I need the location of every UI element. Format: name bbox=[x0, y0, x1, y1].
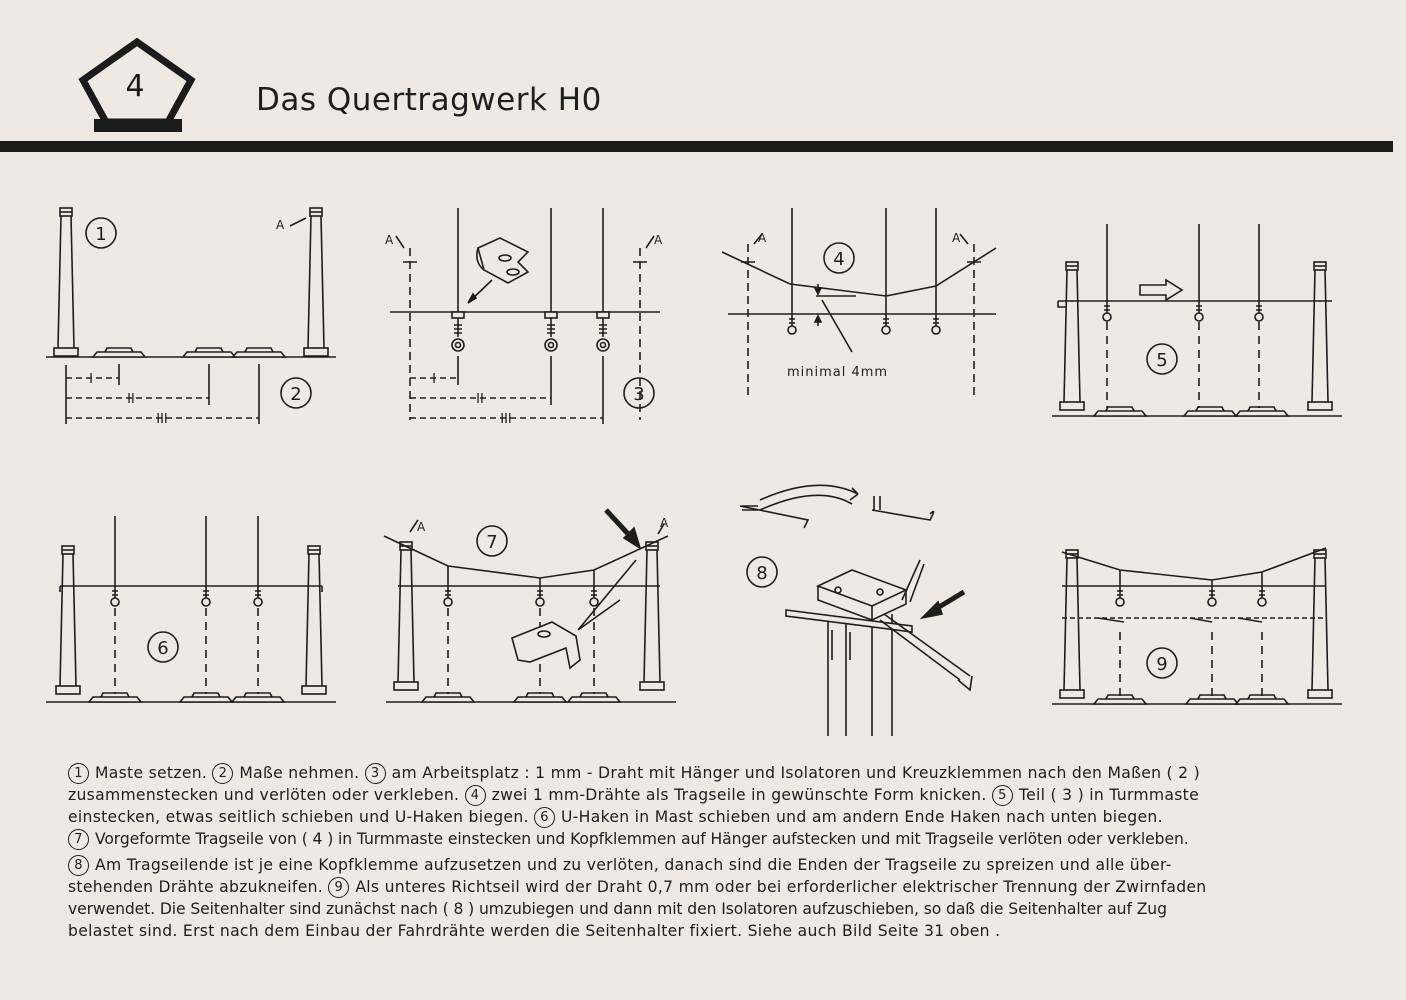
caption-line-2: zusammenstecken und verlöten oder verkle… bbox=[68, 784, 1338, 806]
step-text: am Arbeitsplatz : 1 mm - Draht mit Hänge… bbox=[391, 764, 1201, 782]
fig3-label-a-left: A bbox=[385, 233, 394, 247]
step-number: 1 bbox=[68, 763, 89, 784]
fig1-dim-ii: II bbox=[127, 392, 135, 407]
step-number: 6 bbox=[534, 807, 556, 828]
step-text: Maste setzen. bbox=[95, 764, 208, 782]
step-number: 2 bbox=[212, 763, 234, 784]
instruction-text: 1 Maste setzen. 2 Maße nehmen. 3 am Arbeits… bbox=[68, 762, 1338, 942]
step-text: Am Tragseilende ist je eine Kopfklemme a… bbox=[95, 856, 1172, 874]
chapter-badge: 4 bbox=[78, 37, 196, 132]
figure-6 bbox=[46, 516, 336, 703]
fig4-note: minimal 4mm bbox=[787, 365, 888, 380]
figure-3 bbox=[390, 208, 660, 424]
step-text: Maße nehmen. bbox=[239, 764, 360, 782]
figure-7 bbox=[383, 508, 676, 703]
fig1-number: 1 bbox=[95, 224, 106, 245]
badge-base-bar bbox=[94, 119, 182, 132]
fig7-label-a-left: A bbox=[417, 520, 426, 534]
caption-line-4: 7 Vorgeformte Tragseile von ( 4 ) in Turm… bbox=[68, 828, 1338, 850]
page-title: Das Quertragwerk H0 bbox=[256, 82, 602, 118]
diagram-area: 1 2 A I II III 3 A A I II III bbox=[46, 207, 1342, 736]
step-text: verwendet. Die Seitenhalter sind zunächs… bbox=[68, 900, 1167, 918]
step-text: Teil ( 3 ) in Turmmaste bbox=[1018, 786, 1199, 804]
fig7-number: 7 bbox=[486, 532, 497, 553]
fig7-label-a-right: A bbox=[660, 516, 669, 530]
step-text: zwei 1 mm-Drähte als Tragseile in gewüns… bbox=[491, 786, 987, 804]
fig3-dim-ii: II bbox=[476, 392, 484, 407]
step-text: zusammenstecken und verlöten oder verkle… bbox=[68, 786, 460, 804]
caption-line-8: belastet sind. Erst nach dem Einbau der … bbox=[68, 920, 1338, 942]
caption-line-3: einstecken, etwas seitlich schieben und … bbox=[68, 806, 1338, 828]
fig3-dim-i: I bbox=[432, 372, 436, 387]
step-text: stehenden Drähte abzukneifen. bbox=[68, 878, 324, 896]
step-text: U-Haken in Mast schieben und am andern E… bbox=[561, 808, 1163, 826]
fig3-dim-iii: III bbox=[500, 412, 512, 427]
fig5-number: 5 bbox=[1156, 350, 1167, 371]
caption-line-1: 1 Maste setzen. 2 Maße nehmen. 3 am Arbeits… bbox=[68, 762, 1338, 784]
figure-1 bbox=[46, 207, 336, 424]
header-rule bbox=[0, 141, 1393, 152]
figure-9 bbox=[1052, 547, 1342, 705]
fig8-number: 8 bbox=[756, 563, 767, 584]
step-text: Vorgeformte Tragseile von ( 4 ) in Turmm… bbox=[95, 830, 1189, 848]
figure-8 bbox=[739, 484, 973, 736]
fig1-label-a: A bbox=[276, 218, 285, 232]
fig1-number-2: 2 bbox=[290, 384, 301, 405]
step-text: belastet sind. Erst nach dem Einbau der … bbox=[68, 922, 1001, 940]
step-number: 7 bbox=[68, 829, 89, 850]
step-number: 3 bbox=[364, 763, 386, 784]
fig6-number: 6 bbox=[157, 638, 168, 659]
fig1-dim-i: I bbox=[89, 372, 93, 387]
figure-4 bbox=[721, 208, 997, 396]
step-text: Als unteres Richtseil wird der Draht 0,7… bbox=[355, 878, 1207, 896]
step-number: 9 bbox=[328, 877, 350, 898]
figure-5 bbox=[1052, 224, 1342, 417]
caption-line-6: stehenden Drähte abzukneifen. 9 Als unter… bbox=[68, 876, 1338, 898]
step-number: 5 bbox=[991, 785, 1013, 806]
caption-line-7: verwendet. Die Seitenhalter sind zunächs… bbox=[68, 898, 1338, 920]
fig3-label-a-right: A bbox=[654, 233, 663, 247]
caption-line-5: 8 Am Tragseilende ist je eine Kopfklemme … bbox=[68, 854, 1338, 876]
fig4-label-a-right: A bbox=[952, 231, 961, 245]
fig9-number: 9 bbox=[1156, 654, 1167, 675]
fig4-label-a-left: A bbox=[758, 231, 767, 245]
fig4-number: 4 bbox=[833, 249, 844, 270]
step-number: 4 bbox=[464, 785, 486, 806]
fig3-number: 3 bbox=[633, 384, 644, 405]
step-number: 8 bbox=[68, 855, 89, 876]
chapter-number: 4 bbox=[125, 69, 144, 104]
fig1-dim-iii: III bbox=[156, 412, 168, 427]
step-text: einstecken, etwas seitlich schieben und … bbox=[68, 808, 529, 826]
